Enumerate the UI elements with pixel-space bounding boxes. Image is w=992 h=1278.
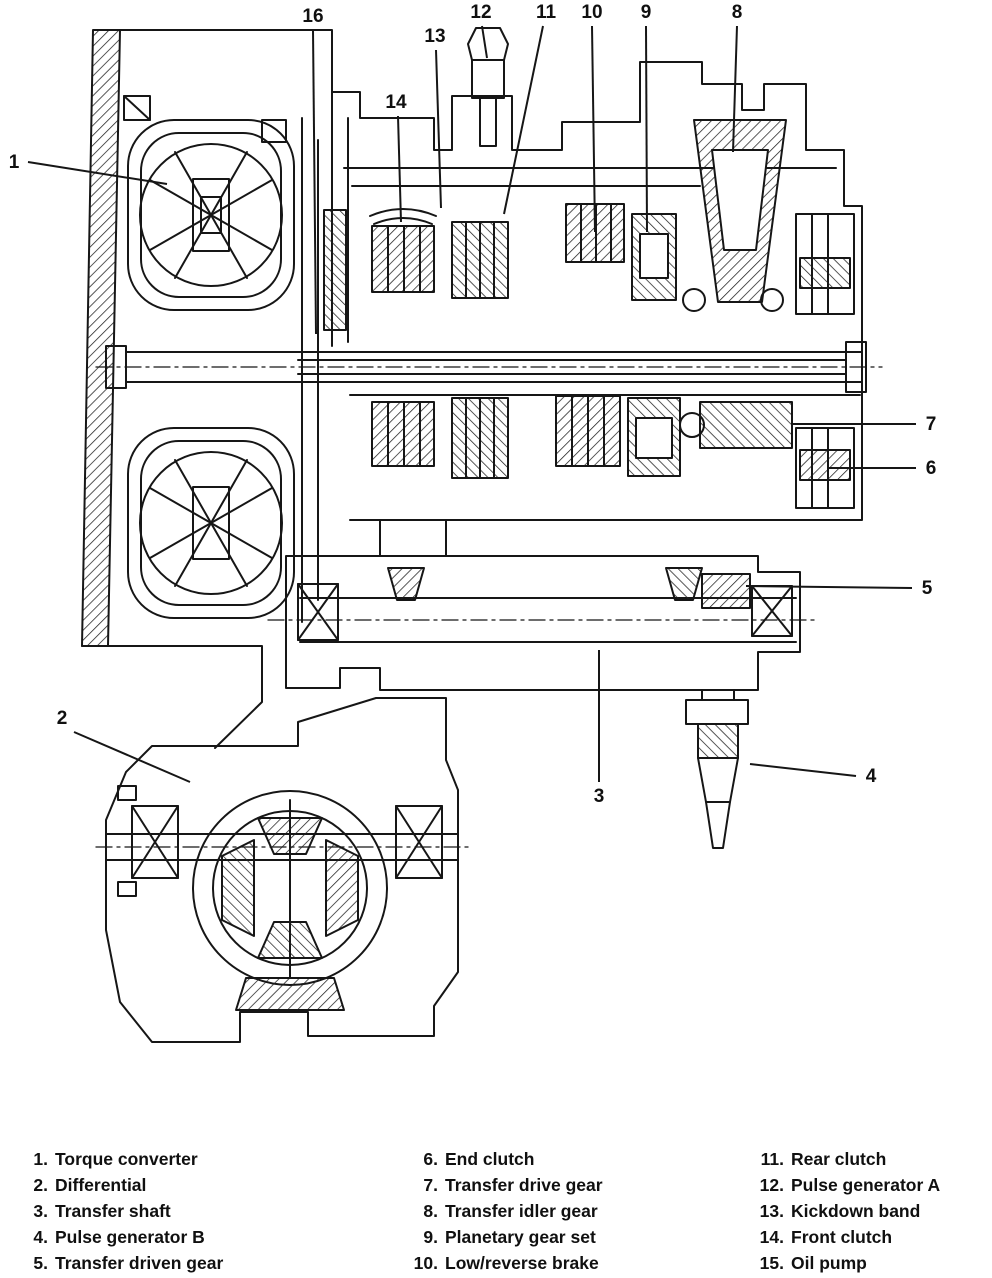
- callout-9: 9: [641, 2, 652, 233]
- legend-number: 11.: [760, 1149, 784, 1169]
- legend-column-3: 11. Rear clutch 12. Pulse generator A 13…: [750, 1146, 940, 1276]
- pulse-generator-a: [467, 27, 509, 147]
- legend-item-4: 4. Pulse generator B: [14, 1224, 223, 1250]
- legend-number: 14.: [759, 1227, 784, 1247]
- legend-item-7: 7. Transfer drive gear: [404, 1172, 603, 1198]
- legend-label: Kickdown band: [791, 1201, 921, 1221]
- callout-10-label: 10: [581, 2, 602, 23]
- transfer-idler-gear: [682, 119, 787, 312]
- legend-label: End clutch: [445, 1149, 535, 1169]
- legend-number: 12.: [759, 1175, 784, 1195]
- callout-14-label: 14: [385, 92, 407, 113]
- callout-4: 4: [749, 763, 877, 787]
- legend-number: 13.: [759, 1201, 784, 1221]
- legend-item-1: 1. Torque converter: [14, 1146, 223, 1172]
- legend-item-14: 14. Front clutch: [750, 1224, 940, 1250]
- legend-label: Low/reverse brake: [445, 1253, 599, 1273]
- callout-2-label: 2: [57, 708, 68, 729]
- transfer-driven-gear: [701, 573, 751, 609]
- legend-number: 5.: [33, 1253, 48, 1273]
- callout-5: 5: [745, 578, 933, 599]
- legend-label: Rear clutch: [791, 1149, 887, 1169]
- legend-item-12: 12. Pulse generator A: [750, 1172, 940, 1198]
- callout-8: 8: [732, 2, 743, 153]
- legend-column-2: 6. End clutch 7. Transfer drive gear 8. …: [404, 1146, 603, 1276]
- legend-item-2: 2. Differential: [14, 1172, 223, 1198]
- legend-item-10: 10. Low/reverse brake: [404, 1250, 603, 1276]
- callout-16: 16: [302, 6, 324, 335]
- main-shaft: [95, 341, 883, 393]
- legend-number: 7.: [423, 1175, 438, 1195]
- low-reverse-brake: [555, 203, 625, 467]
- legend: 1. Torque converter 2. Differential 3. T…: [0, 1146, 992, 1278]
- callout-1-label: 1: [9, 152, 20, 173]
- legend-item-11: 11. Rear clutch: [750, 1146, 940, 1172]
- differential: [95, 697, 471, 1043]
- callout-11-label: 11: [536, 2, 557, 23]
- callouts: 1 2 3 4 5 6 7 8: [9, 2, 937, 807]
- legend-number: 10.: [413, 1253, 438, 1273]
- legend-item-3: 3. Transfer shaft: [14, 1198, 223, 1224]
- legend-label: Pulse generator B: [55, 1227, 205, 1247]
- callout-11: 11: [503, 2, 557, 215]
- legend-item-9: 9. Planetary gear set: [404, 1224, 603, 1250]
- legend-item-6: 6. End clutch: [404, 1146, 603, 1172]
- legend-number: 6.: [423, 1149, 438, 1169]
- legend-label: Torque converter: [55, 1149, 198, 1169]
- callout-9-label: 9: [641, 2, 652, 23]
- callout-7: 7: [792, 414, 936, 435]
- kickdown-band: [369, 208, 437, 225]
- legend-item-13: 13. Kickdown band: [750, 1198, 940, 1224]
- legend-item-5: 5. Transfer driven gear: [14, 1250, 223, 1276]
- callout-6: 6: [828, 458, 936, 479]
- rear-clutch: [451, 221, 509, 479]
- callout-14: 14: [385, 92, 407, 223]
- front-clutch: [371, 225, 435, 467]
- transfer-drive-gear: [679, 401, 793, 449]
- callout-6-label: 6: [926, 458, 937, 479]
- callout-16-label: 16: [302, 6, 323, 27]
- legend-label: Differential: [55, 1175, 147, 1195]
- callout-12: 12: [470, 2, 492, 59]
- pulse-generator-b: [685, 689, 749, 849]
- legend-label: Front clutch: [791, 1227, 893, 1247]
- legend-label: Pulse generator A: [791, 1175, 941, 1195]
- bell-housing: [81, 29, 333, 749]
- legend-number: 8.: [423, 1201, 438, 1221]
- legend-column-1: 1. Torque converter 2. Differential 3. T…: [14, 1146, 223, 1276]
- callout-4-label: 4: [866, 766, 877, 787]
- callout-10: 10: [581, 2, 603, 233]
- legend-label: Transfer shaft: [55, 1201, 171, 1221]
- legend-item-15: 15. Oil pump: [750, 1250, 940, 1276]
- callout-3: 3: [594, 650, 605, 807]
- legend-label: Transfer drive gear: [445, 1175, 603, 1195]
- legend-label: Oil pump: [791, 1253, 867, 1273]
- callout-1: 1: [9, 152, 168, 185]
- callout-13: 13: [424, 26, 446, 209]
- legend-number: 3.: [33, 1201, 48, 1221]
- callout-8-label: 8: [732, 2, 743, 23]
- legend-label: Transfer driven gear: [55, 1253, 224, 1273]
- callout-3-label: 3: [594, 786, 605, 807]
- callout-12-label: 12: [470, 2, 491, 23]
- callout-5-label: 5: [922, 578, 933, 599]
- legend-label: Planetary gear set: [445, 1227, 596, 1247]
- legend-number: 9.: [423, 1227, 438, 1247]
- legend-number: 15.: [759, 1253, 784, 1273]
- legend-number: 1.: [33, 1149, 48, 1169]
- legend-number: 4.: [33, 1227, 48, 1247]
- legend-item-8: 8. Transfer idler gear: [404, 1198, 603, 1224]
- oil-pump: [323, 209, 347, 331]
- callout-2: 2: [57, 708, 191, 783]
- callout-7-label: 7: [926, 414, 937, 435]
- planetary-gear-set: [627, 213, 681, 477]
- legend-number: 2.: [33, 1175, 48, 1195]
- torque-converter: [127, 119, 295, 619]
- callout-13-label: 13: [424, 26, 445, 47]
- legend-label: Transfer idler gear: [445, 1201, 598, 1221]
